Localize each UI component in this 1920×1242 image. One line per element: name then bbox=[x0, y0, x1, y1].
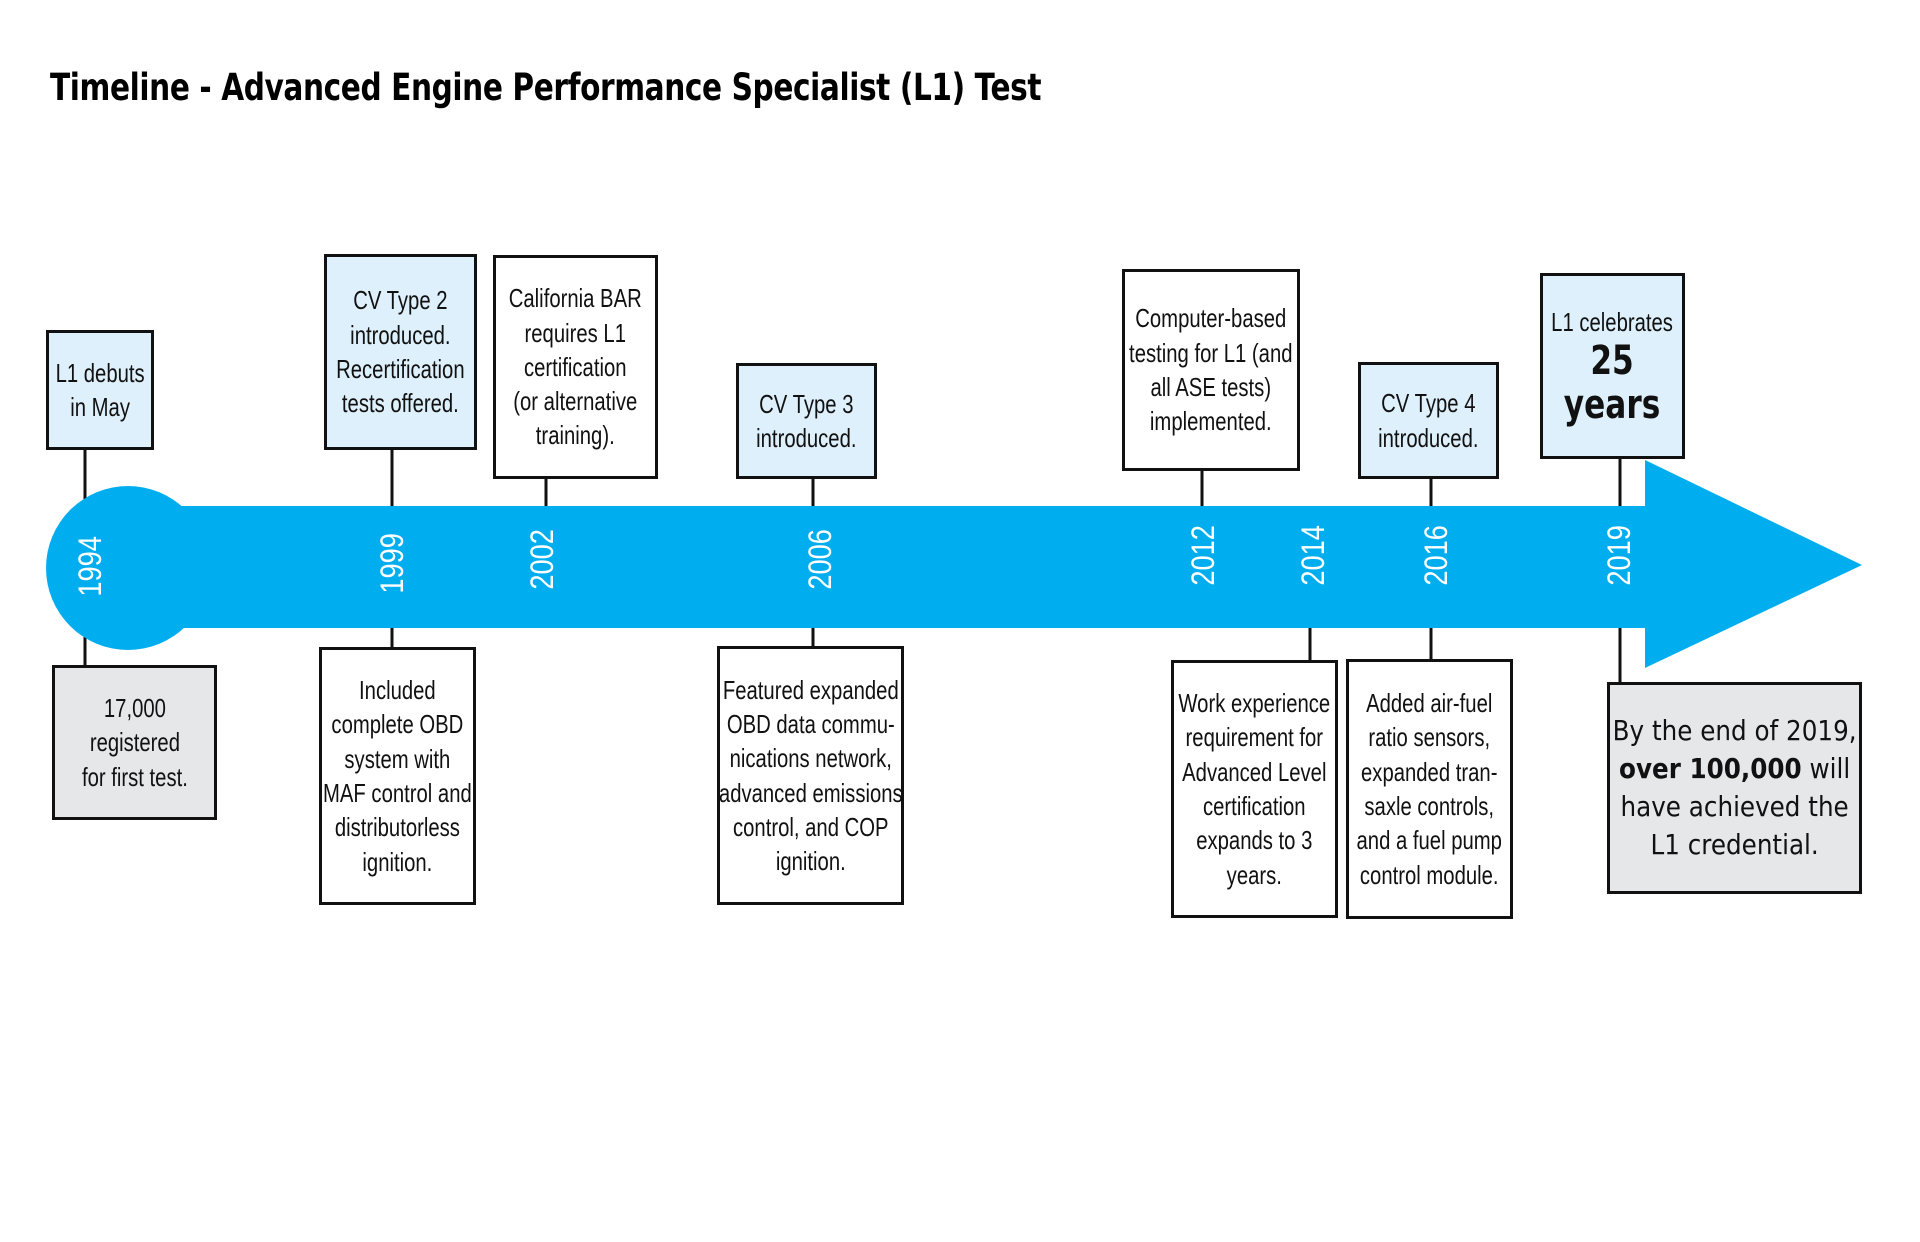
event-text: control, and COP bbox=[732, 811, 889, 842]
event-text: introduced. bbox=[756, 423, 857, 453]
event-text: and a fuel pump bbox=[1356, 825, 1503, 856]
event-highlight-word: years bbox=[1564, 382, 1661, 429]
event-text: L1 credential. bbox=[1650, 828, 1819, 862]
year-label-1999: 1999 bbox=[374, 532, 410, 594]
year-label-2002: 2002 bbox=[524, 528, 560, 590]
event-text: OBD data commu- bbox=[726, 708, 895, 739]
event-text: advanced emissions bbox=[718, 777, 903, 808]
event-text: nications network, bbox=[729, 743, 892, 774]
year-label-2016: 2016 bbox=[1418, 524, 1454, 586]
event-text: complete OBD bbox=[331, 709, 464, 740]
event-text: L1 debuts bbox=[55, 357, 145, 388]
event-text: distributorless bbox=[334, 812, 461, 843]
event-text: introduced. bbox=[1378, 422, 1479, 453]
event-text: By the end of 2019, bbox=[1612, 713, 1857, 747]
event-highlight-number: 25 bbox=[1590, 338, 1635, 385]
event-text: system with bbox=[344, 743, 451, 774]
event-text: Featured expanded bbox=[722, 674, 899, 705]
year-label-2006: 2006 bbox=[802, 528, 838, 590]
event-text: ignition. bbox=[362, 846, 433, 877]
event-text: expanded tran- bbox=[1361, 756, 1498, 787]
event-text: MAF control and bbox=[323, 778, 472, 808]
event-box-1994-above: L1 debuts in May bbox=[46, 330, 154, 450]
event-text: certification bbox=[524, 351, 627, 382]
connector-lines bbox=[83, 449, 1622, 683]
event-text: training). bbox=[536, 420, 615, 451]
event-text: have achieved the bbox=[1620, 790, 1849, 823]
arrow-shape bbox=[46, 460, 1862, 668]
event-text: requires L1 bbox=[524, 317, 627, 348]
event-text: certification bbox=[1203, 791, 1306, 821]
event-text: tests offered. bbox=[342, 388, 459, 419]
event-text: California BAR bbox=[509, 283, 643, 314]
event-text: CV Type 4 bbox=[1381, 388, 1476, 419]
event-text: testing for L1 (and bbox=[1129, 337, 1293, 368]
event-text: Recertification bbox=[336, 354, 465, 384]
event-text: implemented. bbox=[1150, 406, 1272, 437]
event-text: CV Type 2 bbox=[353, 285, 448, 316]
event-text: will bbox=[1801, 751, 1851, 785]
event-text: 17,000 bbox=[103, 693, 166, 724]
event-text: Computer-based bbox=[1135, 303, 1287, 334]
event-text: (or alternative bbox=[513, 386, 638, 417]
event-text: all ASE tests) bbox=[1150, 372, 1272, 402]
event-text: introduced. bbox=[350, 319, 451, 350]
event-text: Included bbox=[359, 675, 436, 706]
event-text: L1 celebrates bbox=[1551, 306, 1674, 337]
event-text: expands to 3 bbox=[1196, 825, 1313, 856]
event-text: registered bbox=[89, 727, 180, 758]
event-text: saxle controls, bbox=[1364, 791, 1495, 821]
event-text: Added air-fuel bbox=[1366, 688, 1493, 719]
event-text: ratio sensors, bbox=[1368, 722, 1491, 753]
event-text: in May bbox=[70, 392, 130, 422]
event-text: Advanced Level bbox=[1182, 756, 1327, 787]
event-text: CV Type 3 bbox=[759, 388, 854, 419]
event-highlight-count: over 100,000 bbox=[1618, 751, 1802, 785]
year-label-2019: 2019 bbox=[1601, 524, 1637, 586]
event-text: ignition. bbox=[775, 846, 846, 877]
event-box-2006-above: CV Type 3 introduced. bbox=[736, 363, 877, 479]
arrow-head bbox=[1645, 460, 1862, 668]
event-text: requirement for bbox=[1185, 722, 1324, 753]
event-text: Work experience bbox=[1178, 688, 1331, 719]
year-label-2012: 2012 bbox=[1185, 524, 1221, 586]
year-label-2014: 2014 bbox=[1295, 524, 1331, 586]
event-text: for first test. bbox=[81, 761, 188, 792]
arrow-shaft bbox=[128, 506, 1648, 628]
page-title: Timeline - Advanced Engine Performance S… bbox=[50, 66, 1042, 109]
year-label-1994: 1994 bbox=[72, 535, 108, 597]
event-box-2019-below: By the end of 2019, over 100,000 will have… bbox=[1607, 682, 1862, 894]
event-text: years. bbox=[1226, 859, 1283, 890]
event-text: control module. bbox=[1360, 859, 1499, 890]
